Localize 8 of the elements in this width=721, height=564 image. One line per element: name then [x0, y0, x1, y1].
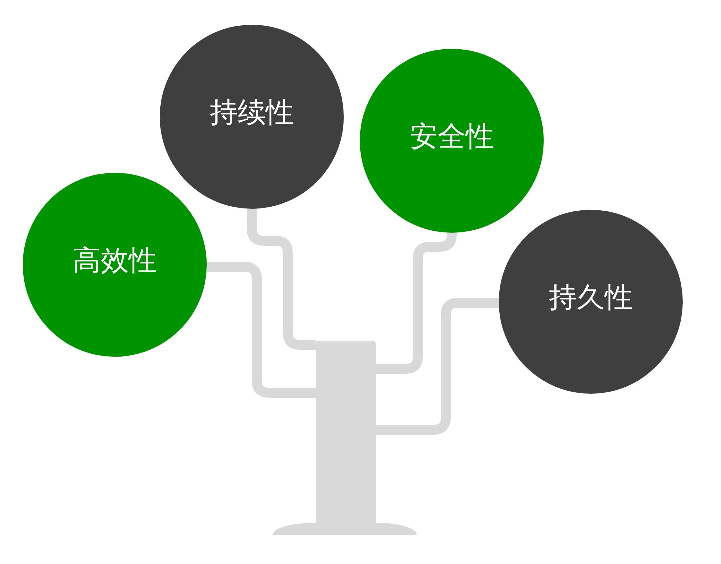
- topic-circle: 持久性: [499, 210, 683, 394]
- topic-circle: 高效性: [23, 173, 207, 357]
- branch-line: [376, 298, 499, 435]
- branch-line: [376, 230, 457, 374]
- topic-circle: 持续性: [160, 25, 344, 209]
- branch-line: [247, 209, 316, 350]
- topic-circle: 安全性: [360, 49, 544, 233]
- branch-line: [206, 262, 316, 398]
